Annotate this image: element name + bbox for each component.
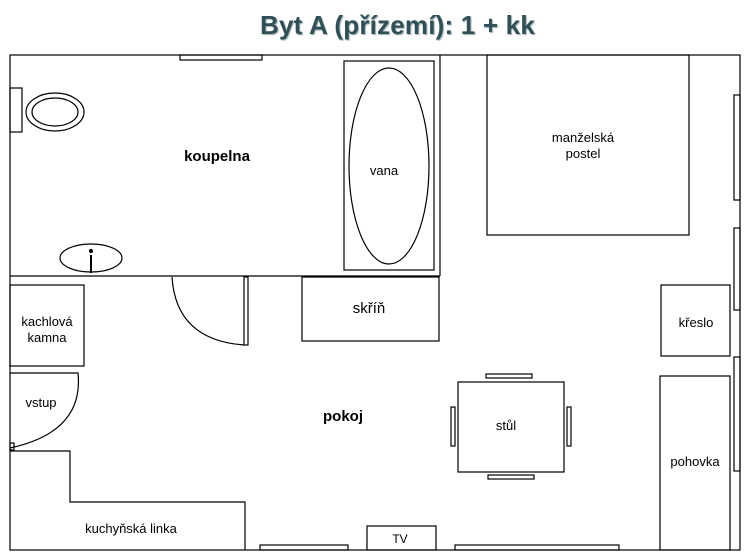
armchair-label: křeslo: [679, 315, 714, 330]
sofa: [659, 375, 731, 551]
chair-top: [485, 373, 533, 379]
entrance-door-swing: [9, 372, 80, 449]
stove-label-line2: kamna: [27, 330, 67, 345]
window-bottom-1: [259, 544, 349, 551]
chair-bottom: [487, 474, 535, 480]
toilet-tank: [9, 87, 23, 133]
living-room-label: pokoj: [323, 408, 363, 425]
entrance-label: vstup: [25, 395, 56, 410]
bathtub-frame: [343, 60, 435, 271]
tv-stand: [366, 525, 437, 551]
washbasin-tap-head: [88, 248, 94, 254]
toilet-bowl-outer: [25, 92, 85, 132]
kitchen-counter: [10, 450, 246, 550]
wardrobe-label: skříň: [353, 300, 386, 317]
window-bottom-2: [454, 544, 620, 551]
bed-label-line1: manželská: [552, 130, 615, 145]
chair-right: [566, 406, 572, 447]
bathtub-basin: [348, 67, 430, 265]
kitchen-label: kuchyňská linka: [85, 521, 178, 536]
window-right-2: [733, 227, 741, 311]
tv-label: TV: [392, 532, 407, 546]
stove-label-line1: kachlová: [21, 314, 73, 329]
bathtub-label: vana: [370, 163, 399, 178]
bathroom-label: koupelna: [184, 148, 251, 165]
plan-title: Byt A (přízemí): 1 + kk: [259, 10, 536, 40]
bed: [486, 54, 690, 236]
wardrobe: [301, 276, 440, 342]
table: [457, 381, 565, 473]
sofa-label: pohovka: [670, 454, 720, 469]
table-label: stůl: [496, 418, 516, 433]
bed-label-line2: postel: [566, 146, 601, 161]
bathroom-door-leaf: [243, 276, 249, 346]
chair-left: [450, 406, 456, 447]
window-right-1: [733, 94, 741, 201]
tiled-stove: [9, 284, 85, 367]
toilet-bowl-inner: [31, 97, 79, 127]
window-right-3: [733, 356, 741, 472]
bathroom-door-swing: [171, 276, 245, 346]
armchair: [660, 284, 731, 357]
window-top: [179, 54, 263, 61]
